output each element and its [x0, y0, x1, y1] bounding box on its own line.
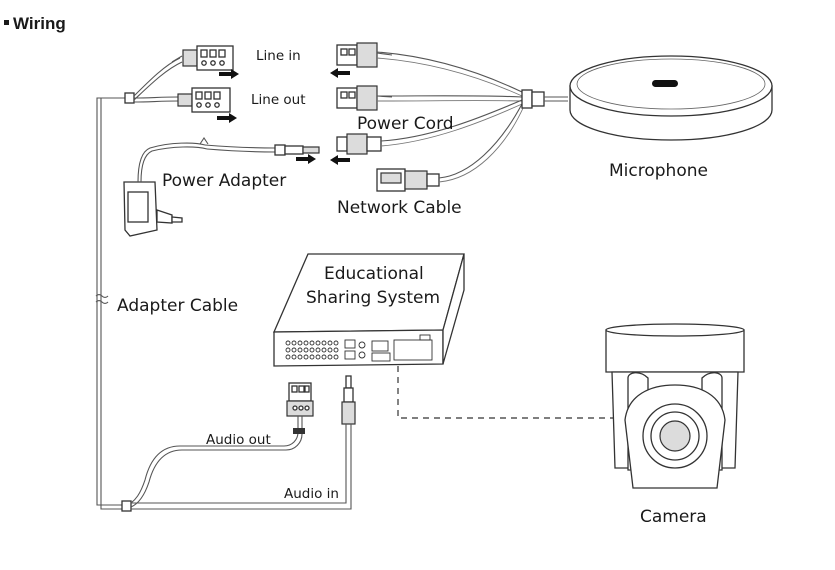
section-title: Wiring	[13, 14, 66, 33]
label-audio-out: Audio out	[206, 432, 271, 448]
microphone-device	[569, 55, 773, 141]
label-network-cable: Network Cable	[337, 198, 462, 218]
label-power-adapter: Power Adapter	[162, 171, 286, 191]
audio-out-connector	[130, 382, 314, 508]
label-educational-sharing-system-1: Educational	[324, 264, 424, 284]
network-cable-plug	[376, 168, 440, 192]
label-power-cord: Power Cord	[357, 114, 454, 134]
educational-sharing-system-device	[273, 253, 465, 367]
label-audio-in: Audio in	[284, 486, 339, 502]
label-camera: Camera	[640, 507, 707, 527]
audio-in-connector	[131, 375, 356, 510]
section-heading: Wiring	[4, 14, 66, 34]
label-line-in: Line in	[256, 48, 301, 64]
line-out-connector	[177, 87, 237, 123]
label-adapter-cable: Adapter Cable	[117, 296, 238, 316]
bullet-icon	[4, 20, 9, 26]
mic-line-in-plug	[330, 42, 393, 78]
power-cord-plug	[330, 133, 382, 165]
label-line-out: Line out	[251, 92, 306, 108]
adapter-cable	[95, 57, 183, 512]
label-educational-sharing-system-2: Sharing System	[306, 288, 440, 308]
power-adapter	[123, 137, 320, 237]
camera-device	[605, 323, 745, 489]
label-microphone: Microphone	[609, 161, 708, 181]
mic-cable-bundle	[376, 51, 568, 183]
mic-line-out-plug	[336, 85, 393, 111]
camera-link-dashed	[397, 366, 614, 419]
line-in-connector	[171, 45, 239, 79]
